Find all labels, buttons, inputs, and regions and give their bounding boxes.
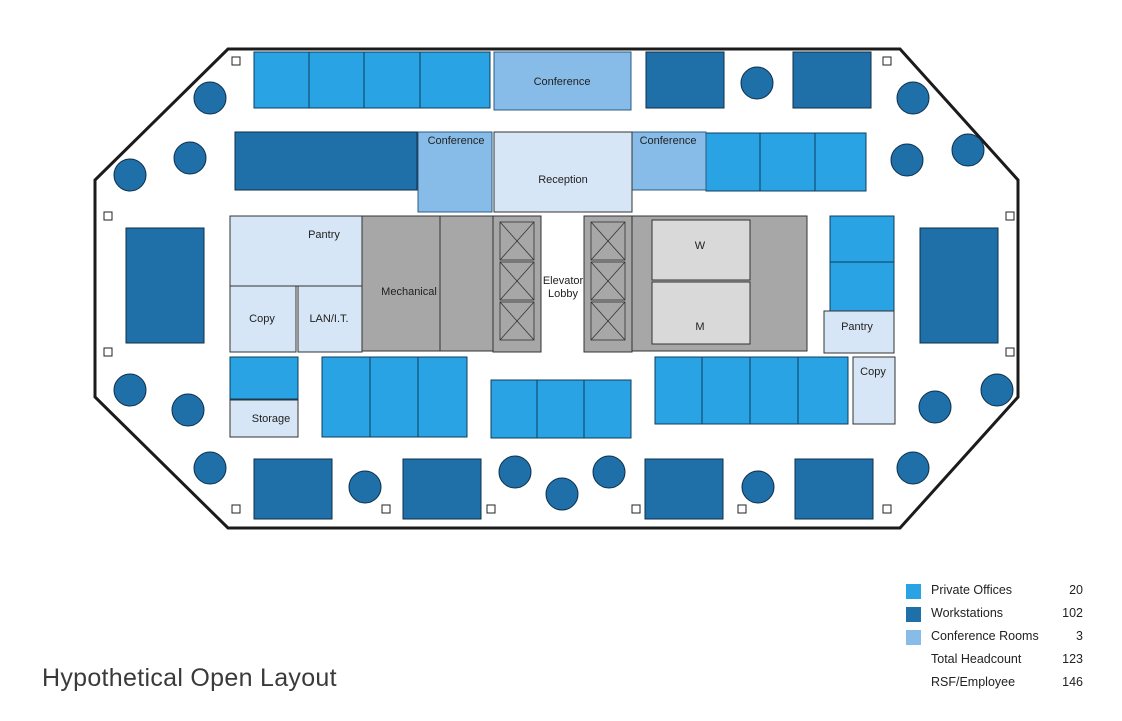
page-title: Hypothetical Open Layout <box>42 664 337 692</box>
legend-label: Private Offices <box>931 583 1013 597</box>
label-lan: LAN/I.T. <box>309 313 348 325</box>
legend-row-workstations: Workstations 102 <box>906 606 1086 629</box>
elevator-shafts <box>499 221 626 341</box>
label-mechanical: Mechanical <box>381 286 437 298</box>
legend-label: Total Headcount <box>931 652 1022 666</box>
label-copy-right: Copy <box>860 366 886 378</box>
legend-row-total-headcount: Total Headcount 123 <box>906 652 1086 675</box>
label-womens-restroom: W <box>695 240 706 252</box>
label-mens-restroom: M <box>695 321 704 333</box>
legend-value: 123 <box>1062 652 1083 666</box>
label-conference-left: Conference <box>428 135 485 147</box>
legend-value: 3 <box>1076 629 1083 643</box>
legend-swatch <box>906 630 921 645</box>
workstations <box>125 51 999 520</box>
legend-value: 102 <box>1062 606 1083 620</box>
restrooms <box>651 219 751 345</box>
legend: Private Offices 20 Workstations 102 Conf… <box>906 583 1086 698</box>
legend-label: Workstations <box>931 606 1004 620</box>
column-markers <box>103 56 1015 514</box>
conference-rooms <box>417 51 707 213</box>
label-pantry-left: Pantry <box>308 229 340 241</box>
floor-plan: Conference Conference Conference Recepti… <box>93 47 1020 530</box>
label-elevator-2: Lobby <box>548 288 578 300</box>
legend-label: RSF/Employee <box>931 675 1016 689</box>
legend-row-conference-rooms: Conference Rooms 3 <box>906 629 1086 652</box>
label-pantry-right: Pantry <box>841 321 873 333</box>
label-copy-left: Copy <box>249 313 275 325</box>
legend-value: 146 <box>1062 675 1083 689</box>
workstation-clusters <box>113 66 1014 511</box>
label-reception: Reception <box>538 174 588 186</box>
label-conference-right: Conference <box>640 135 697 147</box>
legend-swatch <box>906 584 921 599</box>
legend-label: Conference Rooms <box>931 629 1039 643</box>
legend-row-private-offices: Private Offices 20 <box>906 583 1086 606</box>
label-conference-top: Conference <box>534 76 591 88</box>
support-spaces <box>229 131 896 438</box>
label-storage: Storage <box>252 413 291 425</box>
legend-value: 20 <box>1069 583 1083 597</box>
legend-row-rsf-employee: RSF/Employee 146 <box>906 675 1086 698</box>
label-elevator-1: Elevator <box>543 275 584 287</box>
legend-swatch <box>906 607 921 622</box>
private-offices <box>229 51 895 439</box>
